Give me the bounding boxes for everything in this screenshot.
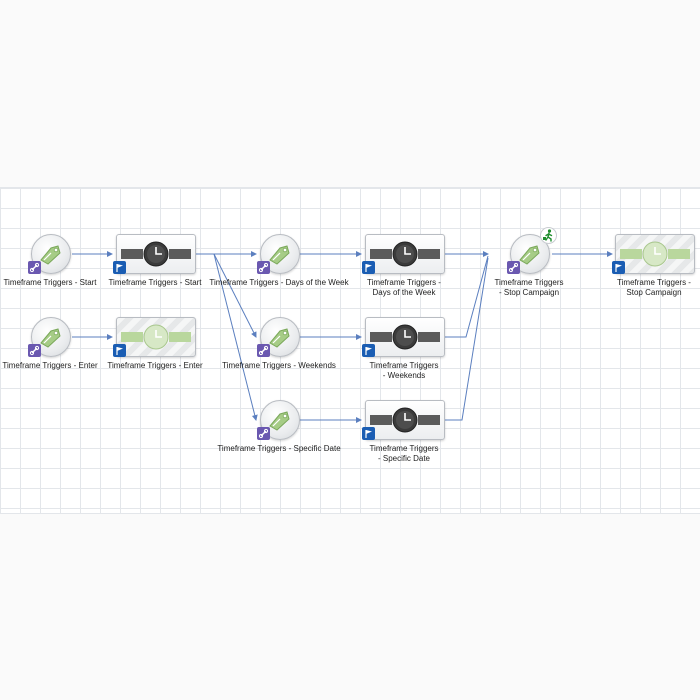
flag-icon — [113, 344, 126, 357]
node-label-line1: Timeframe Triggers — [369, 361, 439, 370]
tag-icon — [40, 328, 61, 348]
node-label-line1: Timeframe Triggers - Start — [3, 278, 97, 287]
connector — [213, 253, 258, 421]
connector-layer — [72, 251, 613, 423]
node-label: Timeframe Triggers - Stop Campaign — [454, 278, 604, 298]
flag-icon — [113, 261, 126, 274]
node-label: Timeframe Triggers - Weekends — [204, 361, 354, 371]
tag-icon — [269, 328, 290, 348]
node-label-line1: Timeframe Triggers — [494, 278, 564, 287]
wait-node-box[interactable] — [365, 400, 445, 440]
workflow-canvas[interactable]: Timeframe Triggers - Start Timeframe Tri… — [0, 187, 700, 514]
tag-icon — [40, 245, 61, 265]
running-person-icon — [540, 227, 557, 244]
clock-icon — [370, 241, 440, 267]
wait-node-box[interactable] — [365, 234, 445, 274]
node-label: Timeframe Triggers - Days of the Week — [329, 278, 479, 298]
node-label-line1: Timeframe Triggers - Enter — [2, 361, 98, 370]
node-label-line1: Timeframe Triggers - Specific Date — [217, 444, 341, 453]
node-label: Timeframe Triggers - Start — [80, 278, 230, 288]
node-label-line1: Timeframe Triggers - Enter — [107, 361, 203, 370]
clock-icon — [620, 241, 690, 267]
trigger-node-circle[interactable] — [260, 234, 300, 274]
connector — [213, 253, 257, 338]
node-label-line1: Timeframe Triggers - Weekends — [222, 361, 336, 370]
node-label-line2: Stop Campaign — [626, 288, 682, 297]
node-label-line1: Timeframe Triggers - — [617, 278, 691, 287]
clock-icon — [370, 324, 440, 350]
tag-icon — [269, 245, 290, 265]
wait-node-box[interactable] — [116, 234, 196, 274]
link-icon — [257, 344, 270, 357]
flag-icon — [362, 261, 375, 274]
node-label-line1: Timeframe Triggers — [369, 444, 439, 453]
tag-icon — [519, 245, 540, 265]
wait-node-box[interactable] — [615, 234, 695, 274]
node-label: Timeframe Triggers - Enter — [80, 361, 230, 371]
connector — [445, 255, 489, 338]
flag-icon — [362, 427, 375, 440]
link-icon — [507, 261, 520, 274]
node-label-line2: Days of the Week — [372, 288, 436, 297]
node-label: Timeframe Triggers - Stop Campaign — [579, 278, 700, 298]
node-label: Timeframe Triggers - Specific Date — [329, 444, 479, 464]
clock-icon — [121, 324, 191, 350]
link-icon — [257, 261, 270, 274]
node-label: Timeframe Triggers - Specific Date — [204, 444, 354, 454]
link-icon — [28, 261, 41, 274]
clock-icon — [370, 407, 440, 433]
node-label: Timeframe Triggers - Weekends — [329, 361, 479, 381]
connector — [445, 257, 489, 421]
tag-icon — [269, 411, 290, 431]
clock-icon — [121, 241, 191, 267]
node-label: Timeframe Triggers - Days of the Week — [204, 278, 354, 288]
node-label: Timeframe Triggers - Enter — [0, 361, 125, 371]
node-label-line2: - Weekends — [382, 371, 426, 380]
wait-node-box[interactable] — [365, 317, 445, 357]
node-label-line2: - Stop Campaign — [498, 288, 560, 297]
node-label-line1: Timeframe Triggers - Start — [108, 278, 202, 287]
flag-icon — [362, 344, 375, 357]
node-label: Timeframe Triggers - Start — [0, 278, 125, 288]
node-label-line1: Timeframe Triggers - Days of the Week — [209, 278, 349, 287]
node-label-line1: Timeframe Triggers - — [367, 278, 441, 287]
node-label-line2: - Specific Date — [377, 454, 431, 463]
flag-icon — [612, 261, 625, 274]
wait-node-box[interactable] — [116, 317, 196, 357]
link-icon — [257, 427, 270, 440]
link-icon — [28, 344, 41, 357]
